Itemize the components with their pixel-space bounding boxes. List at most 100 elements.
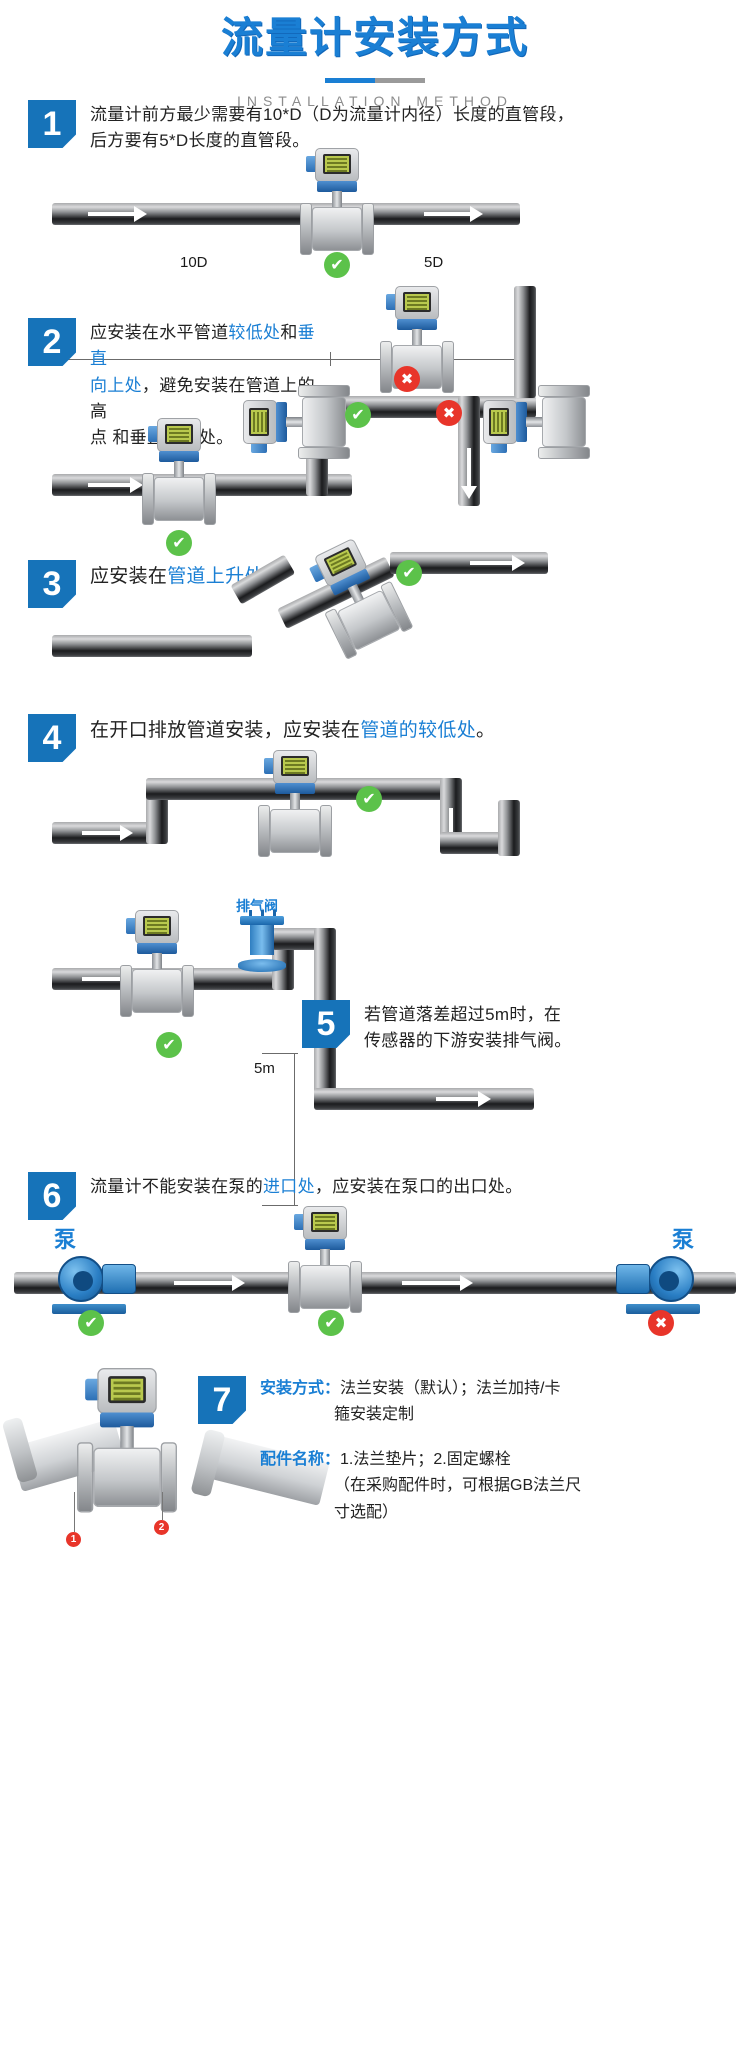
step-2-line-1: 应安装在水平管道较低处和垂直 bbox=[90, 320, 328, 373]
step-5-line-2: 传感器的下游安装排气阀。 bbox=[364, 1031, 572, 1051]
flowmeter-device bbox=[140, 418, 218, 526]
step-3-prefix: 应安装在 bbox=[90, 566, 168, 587]
step-6-number: 6 bbox=[28, 1172, 76, 1220]
step-6: 6 流量计不能安装在泵的进口处，应安装在泵口的出口处。 bbox=[28, 1172, 628, 1220]
step-6-suffix: ，应安装在泵口的出口处。 bbox=[314, 1177, 523, 1196]
flowmeter-device bbox=[286, 1206, 364, 1314]
callout-1: 1 bbox=[66, 1532, 81, 1547]
flowmeter-junction bbox=[317, 181, 357, 192]
ok-badge: ✔ bbox=[318, 1310, 344, 1336]
air-valve-label: 排气阀 bbox=[236, 898, 278, 914]
step-7-number: 7 bbox=[198, 1376, 246, 1424]
step-7-parts-line-1: 配件名称：1.法兰垫片；2.固定螺栓 bbox=[260, 1447, 581, 1473]
flowmeter-device bbox=[256, 750, 334, 858]
dimension-label-drop: 5m bbox=[254, 1060, 275, 1077]
step-4-text: 在开口排放管道安装，应安装在管道的较低处。 bbox=[90, 714, 495, 745]
flowmeter-device bbox=[298, 148, 376, 256]
ok-badge: ✔ bbox=[396, 560, 422, 586]
step-7-install-line-1: 安装方式：法兰安装（默认）；法兰加持/卡 bbox=[260, 1376, 581, 1402]
spacer bbox=[260, 1429, 581, 1447]
step-5-number: 5 bbox=[302, 1000, 350, 1048]
step-2-seg-hl-2: 垂直 bbox=[90, 323, 315, 369]
air-valve-icon bbox=[238, 910, 286, 972]
step-4-highlight: 管道的较低处 bbox=[360, 720, 477, 741]
flowmeter-terminal bbox=[306, 156, 317, 172]
callout-leader-1 bbox=[74, 1492, 75, 1532]
step-1-number: 1 bbox=[28, 100, 76, 148]
dimension-label-upstream: 10D bbox=[180, 254, 208, 271]
callout-2: 2 bbox=[154, 1520, 169, 1535]
pipe-horizontal-high bbox=[390, 552, 548, 574]
page-header: 流量计安装方式 INSTALLATION METHOD bbox=[0, 0, 750, 109]
ok-badge: ✔ bbox=[78, 1310, 104, 1336]
step-4-suffix: 。 bbox=[476, 720, 496, 741]
pipe-horizontal bbox=[14, 1272, 736, 1294]
title-divider bbox=[325, 78, 425, 84]
pipe-horizontal-mid bbox=[164, 968, 294, 990]
step-2: 2 应安装在水平管道较低处和垂直 向上处，避免安装在管道上的高 点 和垂直向下处… bbox=[28, 318, 328, 452]
step-2-seg-rest: ，避免安装在管道上的高 bbox=[90, 375, 315, 422]
no-badge: ✖ bbox=[394, 366, 420, 392]
step-6-prefix: 流量计不能安装在泵的 bbox=[90, 1177, 263, 1196]
step-7-parts-line-2: （在采购配件时，可根据GB法兰尺 bbox=[334, 1477, 582, 1495]
step-7-install-value: 法兰安装（默认）；法兰加持/卡 bbox=[340, 1380, 561, 1397]
step-6-text: 流量计不能安装在泵的进口处，应安装在泵口的出口处。 bbox=[90, 1172, 523, 1200]
step-2-seg-plain: 应安装在水平管道 bbox=[90, 323, 229, 342]
step-2-seg-hl-3: 向上处 bbox=[90, 375, 142, 395]
step-6-highlight: 进口处 bbox=[263, 1177, 315, 1196]
flowmeter-device bbox=[243, 383, 351, 461]
step-7-install-line-2: 箍安装定制 bbox=[334, 1406, 415, 1424]
page-subtitle: INSTALLATION METHOD bbox=[236, 93, 514, 110]
flowmeter-body bbox=[312, 207, 362, 251]
flowmeter-head bbox=[315, 148, 359, 182]
ok-badge: ✔ bbox=[356, 786, 382, 812]
pump-label-left: 泵 bbox=[54, 1227, 77, 1252]
flowmeter-device bbox=[118, 910, 196, 1018]
step-2-line-2: 向上处，避免安装在管道上的高 bbox=[90, 373, 328, 426]
step-7-text: 安装方式：法兰安装（默认）；法兰加持/卡 箍安装定制 配件名称：1.法兰垫片；2… bbox=[260, 1376, 581, 1526]
step-5: 5 若管道落差超过5m时，在 传感器的下游安装排气阀。 bbox=[302, 1000, 622, 1055]
ok-badge: ✔ bbox=[156, 1032, 182, 1058]
step-2-seg-and: 和 bbox=[280, 323, 298, 342]
ok-badge: ✔ bbox=[324, 252, 350, 278]
callout-leader-2 bbox=[162, 1492, 163, 1520]
no-badge: ✖ bbox=[648, 1310, 674, 1336]
page-title: 流量计安装方式 bbox=[220, 14, 529, 61]
pipe-horizontal-low bbox=[52, 635, 252, 657]
ok-badge: ✔ bbox=[166, 530, 192, 556]
dimension-label-downstream: 5D bbox=[424, 254, 444, 271]
step-2-seg-hl-1: 较低处 bbox=[228, 323, 281, 342]
step-7-parts-key: 配件名称： bbox=[260, 1450, 341, 1468]
step-3-number: 3 bbox=[28, 560, 76, 608]
step-4-number: 4 bbox=[28, 714, 76, 762]
step-1-line-1: 流量计前方最少需要有10*D（D为流量计内径）长度的直管段， bbox=[90, 105, 575, 124]
step-1: 1 流量计前方最少需要有10*D（D为流量计内径）长度的直管段， 后方要有5*D… bbox=[28, 100, 588, 155]
step-1-line-2: 后方要有5*D长度的直管段。 bbox=[90, 131, 310, 151]
step-5-text: 若管道落差超过5m时，在 传感器的下游安装排气阀。 bbox=[364, 1000, 572, 1055]
no-badge: ✖ bbox=[436, 400, 462, 426]
flowmeter-device bbox=[74, 1368, 179, 1514]
step-1-text: 流量计前方最少需要有10*D（D为流量计内径）长度的直管段， 后方要有5*D长度… bbox=[90, 100, 574, 155]
step-4-prefix: 在开口排放管道安装，应安装在 bbox=[90, 720, 361, 741]
step-7: 7 安装方式：法兰安装（默认）；法兰加持/卡 箍安装定制 配件名称：1.法兰垫片… bbox=[198, 1376, 718, 1526]
ok-badge: ✔ bbox=[345, 402, 371, 428]
flowmeter-neck bbox=[332, 191, 342, 209]
pipe-vertical-riser bbox=[498, 800, 520, 856]
pipe-horizontal bbox=[52, 203, 520, 225]
flowmeter-device bbox=[483, 383, 591, 461]
pump-icon bbox=[616, 1252, 708, 1314]
step-2-number: 2 bbox=[28, 318, 76, 366]
pipe-horizontal-out bbox=[314, 1088, 534, 1110]
pump-icon bbox=[44, 1252, 136, 1314]
pipe-vertical-riser bbox=[514, 286, 536, 398]
step-7-parts-line-3: 寸选配） bbox=[334, 1503, 399, 1521]
pump-label-right: 泵 bbox=[672, 1227, 695, 1252]
flange-left bbox=[300, 203, 312, 255]
flowmeter-device bbox=[298, 530, 415, 661]
step-4: 4 在开口排放管道安装，应安装在管道的较低处。 bbox=[28, 714, 588, 762]
flowmeter-display bbox=[323, 154, 351, 174]
flange-right bbox=[362, 203, 374, 255]
step-5-line-1: 若管道落差超过5m时，在 bbox=[364, 1005, 562, 1024]
step-7-install-key: 安装方式： bbox=[260, 1380, 341, 1397]
